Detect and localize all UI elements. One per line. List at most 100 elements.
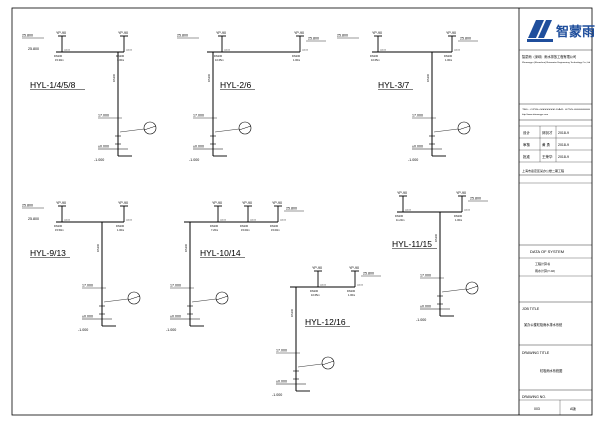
pipe-length-label: 7.20m bbox=[211, 228, 218, 232]
reference-circle-stroke bbox=[321, 360, 335, 366]
roof-level-mid: 25.800 bbox=[28, 47, 39, 51]
data-row-1: 雨水计算(Y-02) bbox=[535, 268, 555, 273]
leader-line bbox=[103, 298, 129, 303]
pipe-length-label: 15.30m bbox=[55, 58, 64, 62]
contact-line-2: http://www.zhimengyu.com bbox=[522, 113, 548, 116]
job-title-value: 某办公楼虹吸雨水排水系统 bbox=[524, 322, 563, 327]
pipe-size-label: DN100 bbox=[116, 54, 125, 58]
rev-value: A版 bbox=[570, 406, 576, 411]
sig-name-1: 黄 勇 bbox=[542, 142, 550, 147]
system-label: HYL-2/6 bbox=[220, 80, 251, 90]
sig-date-2: 2018-9 bbox=[558, 155, 569, 159]
pipe-length-label: 11.20m bbox=[396, 218, 404, 222]
reference-circle-icon bbox=[457, 121, 471, 135]
leader-line bbox=[433, 128, 459, 133]
hopper-label: YP-90 bbox=[272, 201, 282, 205]
leader-line bbox=[297, 363, 323, 368]
reference-circle-stroke bbox=[143, 125, 157, 131]
ground-level-mark: ±0.000 bbox=[82, 315, 93, 319]
pipe-size-label: DN100 bbox=[214, 54, 223, 58]
ground-level-mark: ±0.000 bbox=[412, 145, 423, 149]
sig-date-1: 2018-9 bbox=[558, 143, 569, 147]
system-label: HYL-3/7 bbox=[378, 80, 409, 90]
below-level-mark: -1.000 bbox=[272, 393, 282, 397]
riser-size-label: DN100 bbox=[184, 243, 188, 252]
riser-size-label: DN100 bbox=[96, 243, 100, 252]
reference-circle-stroke bbox=[457, 125, 471, 131]
riser-diagram-2: 25.80025.800YP-90DN10010.65mi=0.01YP-90D… bbox=[177, 31, 326, 162]
leader-line bbox=[119, 128, 145, 133]
riser-diagram-4: 25.80025.800YP-90DN10015.50mi=0.01YP-90D… bbox=[22, 201, 141, 332]
drawing-no-label: DRAWING NO. bbox=[522, 395, 546, 399]
pipe-size-label: DN100 bbox=[54, 224, 63, 228]
slope-mark: i=0.01 bbox=[64, 220, 71, 222]
reference-circle-stroke bbox=[238, 125, 252, 131]
ground-level-mark: ±0.000 bbox=[420, 305, 431, 309]
system-label: HYL-11/15 bbox=[392, 239, 432, 249]
pipe-size-label: DN100 bbox=[395, 214, 404, 218]
pipe-length-label: 15.00m bbox=[271, 228, 280, 232]
mid-level-mark: 17.000 bbox=[412, 114, 423, 118]
hopper-label: YP-90 bbox=[118, 31, 128, 35]
hopper-label: YP-90 bbox=[349, 266, 359, 270]
below-level-mark: -1.000 bbox=[94, 158, 104, 162]
roof-level-left: 25.800 bbox=[337, 34, 348, 38]
pipe-length-label: 10.65m bbox=[311, 293, 320, 297]
slope-mark: i=0.01 bbox=[224, 50, 231, 52]
slope-mark: i=0.01 bbox=[250, 220, 257, 222]
leader-line bbox=[441, 288, 467, 293]
below-level-mark: -1.000 bbox=[78, 328, 88, 332]
ground-level-mark: ±0.000 bbox=[276, 380, 287, 384]
slope-mark: i=0.01 bbox=[126, 50, 133, 52]
pipe-length-label: 1.00m bbox=[455, 218, 462, 222]
pipe-size-label: DN100 bbox=[54, 54, 63, 58]
signature-table: 设计 邱剑才 2018-9 审核 黄 勇 2018-9 批准 王荣华 2018-… bbox=[519, 125, 592, 163]
drawing-title-label: DRAWING TITLE bbox=[522, 351, 550, 355]
company-name-en: Zhimengyu (Shenzhen) Rainwater Engineeri… bbox=[522, 61, 591, 64]
hopper-label: YP-90 bbox=[212, 201, 222, 205]
data-of-system-title: DATA OF SYSTEM bbox=[530, 249, 564, 254]
mid-level-mark: 17.000 bbox=[170, 284, 181, 288]
roof-level-right: 25.800 bbox=[460, 37, 471, 41]
title-block: 智蒙雨 智蒙雨（深圳）雨水排放工程有限公司 Zhimengyu (Shenzhe… bbox=[518, 8, 595, 415]
mid-level-mark: 17.000 bbox=[82, 284, 93, 288]
hopper-label: YP-90 bbox=[216, 31, 226, 35]
hopper-label: YP-90 bbox=[56, 201, 66, 205]
pipe-size-label: DN100 bbox=[210, 224, 219, 228]
pipe-length-label: 10.65m bbox=[371, 58, 380, 62]
mid-level-mark: 17.000 bbox=[420, 274, 431, 278]
sig-role-1: 审核 bbox=[523, 142, 531, 147]
riser-diagrams: 25.80025.800YP-90DN10015.30mi=0.01YP-90D… bbox=[22, 31, 488, 397]
reference-circle-icon bbox=[215, 291, 229, 305]
pipe-length-label: 1.00m bbox=[293, 58, 300, 62]
below-level-mark: -1.000 bbox=[408, 158, 418, 162]
company-name: 智蒙雨（深圳）雨水排放工程有限公司 bbox=[522, 54, 576, 59]
slope-mark: i=0.01 bbox=[280, 220, 287, 222]
slope-mark: i=0.01 bbox=[220, 220, 227, 222]
below-level-mark: -1.000 bbox=[416, 318, 426, 322]
slope-mark: i=0.01 bbox=[464, 210, 471, 212]
riser-size-label: DN100 bbox=[290, 308, 294, 317]
pipe-size-label: DN100 bbox=[347, 289, 356, 293]
slope-mark: i=0.01 bbox=[380, 50, 387, 52]
slope-mark: i=0.01 bbox=[320, 285, 327, 287]
system-label: HYL-9/13 bbox=[30, 248, 66, 258]
hopper-label: YP-90 bbox=[312, 266, 322, 270]
leader-line bbox=[191, 298, 217, 303]
pipe-length-label: 10.65m bbox=[215, 58, 224, 62]
hopper-label: YP-90 bbox=[242, 201, 252, 205]
roof-level-right: 25.800 bbox=[308, 37, 319, 41]
sig-role-2: 批准 bbox=[523, 154, 531, 159]
ground-level-mark: ±0.000 bbox=[193, 145, 204, 149]
sig-name-2: 王荣华 bbox=[542, 154, 553, 159]
pipe-size-label: DN100 bbox=[116, 224, 125, 228]
slope-mark: i=0.01 bbox=[126, 220, 133, 222]
mid-level-mark: 17.000 bbox=[98, 114, 109, 118]
sig-role-0: 设计 bbox=[523, 130, 531, 135]
riser-size-label: DN100 bbox=[434, 233, 438, 242]
data-row-0: 工程计算书 bbox=[535, 261, 550, 266]
mid-level-mark: 17.000 bbox=[193, 114, 204, 118]
pipe-length-label: 15.00m bbox=[241, 228, 250, 232]
system-label: HYL-12/16 bbox=[305, 317, 346, 327]
drawing-no-value: 003 bbox=[534, 407, 540, 411]
